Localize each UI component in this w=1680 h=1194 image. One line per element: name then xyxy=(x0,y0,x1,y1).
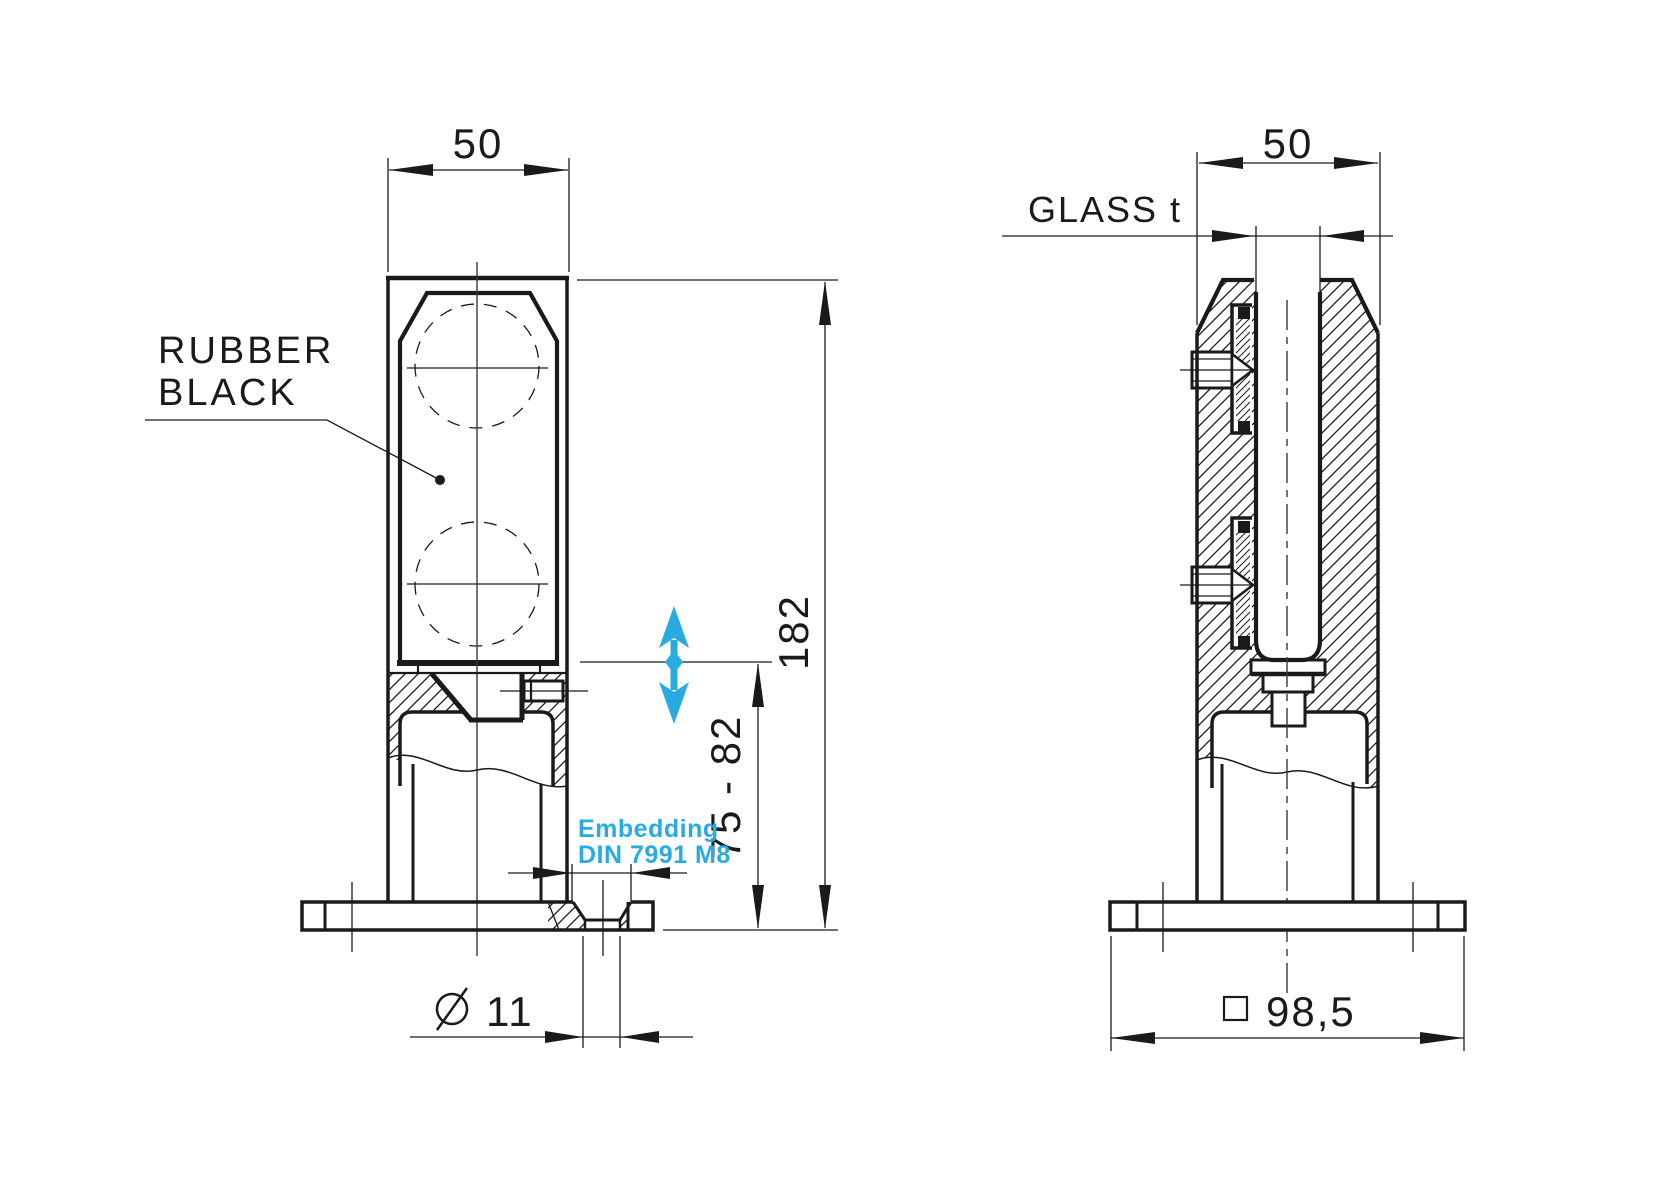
embedding-note-line1: Embedding xyxy=(578,815,719,843)
leader-line xyxy=(145,419,441,481)
embedment-range-value: 75 - 82 xyxy=(702,715,749,860)
embedding-note-line2: DIN 7991 M8 xyxy=(578,841,731,869)
leader-dot xyxy=(435,475,445,485)
support-stem xyxy=(1270,690,1307,728)
base-hole-dimension: 11 xyxy=(410,936,693,1048)
side-body-outline xyxy=(1195,226,1380,1000)
front-width-dimension: 50 xyxy=(387,120,570,272)
side-base-plate xyxy=(1108,882,1467,952)
front-view: RUBBER BLACK 50 182 xyxy=(145,120,838,1048)
side-width-value: 50 xyxy=(1263,120,1314,167)
overall-height-dimension: 182 xyxy=(577,279,838,931)
front-body xyxy=(386,262,588,956)
side-width-dimension: 50 xyxy=(1196,120,1381,325)
rubber-window-outline xyxy=(397,290,560,666)
base-size-value: 98,5 xyxy=(1266,988,1356,1035)
material-label-line1: RUBBER xyxy=(158,330,334,372)
material-label-line2: BLACK xyxy=(158,372,298,414)
side-view: 50 GLASS t 98,5 xyxy=(1002,120,1467,1051)
adjustment-arrow-icon xyxy=(659,606,689,724)
side-white-cutouts xyxy=(1192,280,1367,795)
base-hole-value: 11 xyxy=(486,988,534,1035)
base-size-dimension: 98,5 xyxy=(1110,936,1465,1051)
front-width-value: 50 xyxy=(453,120,504,167)
square-symbol-icon xyxy=(1222,995,1249,1022)
overall-height-value: 182 xyxy=(770,594,817,670)
break-line xyxy=(387,754,568,788)
glass-thickness-label: GLASS t xyxy=(1028,189,1182,230)
embedding-callout: Embedding DIN 7991 M8 xyxy=(508,815,731,901)
glass-thickness-dimension: GLASS t xyxy=(1002,189,1393,242)
front-base-plate xyxy=(300,880,655,956)
diameter-icon xyxy=(435,987,469,1031)
material-callout: RUBBER BLACK xyxy=(145,330,445,485)
